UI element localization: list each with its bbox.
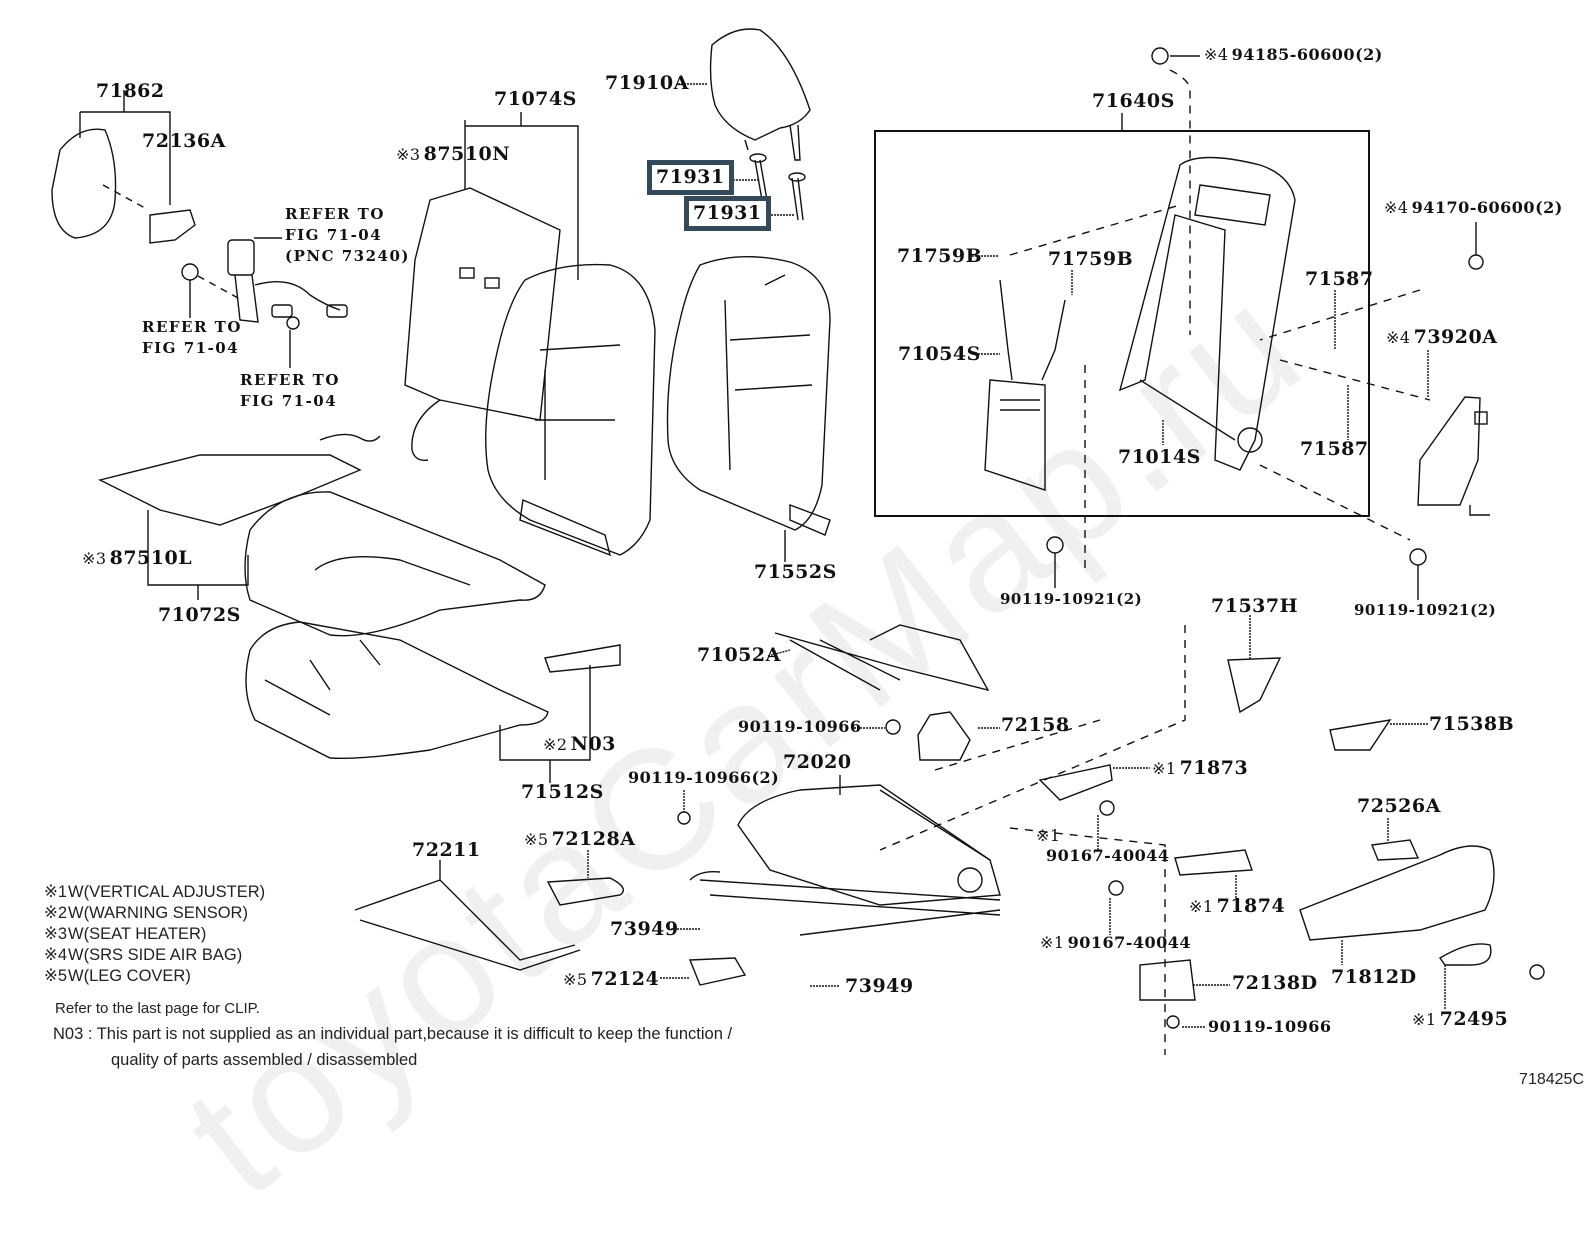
seatbelt-buckle-drawing [181,237,348,368]
part-label-72211[interactable]: 72211 [412,839,481,861]
part-label-71537H[interactable]: 71537H [1211,595,1299,617]
part-label-72526A[interactable]: 72526A [1357,795,1441,817]
part-label-73949[interactable]: 73949 [845,975,914,997]
part-label-71640S[interactable]: 71640S [1092,90,1175,112]
n03-note-line1: N03 : This part is not supplied as an in… [53,1025,733,1043]
part-label-71552S[interactable]: 71552S [754,561,837,583]
seat-cushion-cover-drawing [244,491,546,637]
refer-to-fig-71-04-anchor[interactable]: REFER TO FIG 71-04 [142,318,242,357]
side-airbag-drawing [1417,396,1490,516]
refer-to-fig-71-04-pnc-73240[interactable]: REFER TO FIG 71-04 (PNC 73240) [285,205,411,265]
seatback-frame-drawing [1118,156,1296,471]
part-label-71759B[interactable]: 71759B [1048,248,1134,270]
part-label-71054S[interactable]: 71054S [898,343,981,365]
seat-cushion-pad-drawing [245,621,591,783]
n03-note-line2: quality of parts assembled / disassemble… [111,1051,418,1069]
part-label-71072S[interactable]: 71072S [158,604,241,626]
part-label-71910A[interactable]: 71910A [605,72,689,94]
legend-item: ※4W(SRS SIDE AIR BAG) [44,946,243,964]
exploded-parts-diagram [51,28,1545,1055]
legend: ※1W(VERTICAL ADJUSTER) ※2W(WARNING SENSO… [44,882,265,987]
seat-heater-cushion-drawing [97,433,381,600]
part-label-71931-highlighted[interactable]: 71931 [684,196,771,231]
part-label-72020[interactable]: 72020 [783,751,852,773]
legend-item: ※2W(WARNING SENSOR) [44,904,248,922]
part-label-72138D[interactable]: 72138D [1232,972,1318,994]
part-label-90167-40044[interactable]: 90167-40044 [1046,846,1170,865]
part-label-90119-10966[interactable]: 90119-10966 [1208,1017,1332,1036]
part-label-71512S[interactable]: 71512S [521,781,604,803]
part-label-71587[interactable]: 71587 [1305,268,1374,290]
part-label-90119-10921[interactable]: 90119-10921(2) [1000,590,1143,608]
figure-id: 718425C [1519,1071,1584,1088]
part-label-71587[interactable]: 71587 [1300,438,1369,460]
part-label-71931-highlighted[interactable]: 71931 [647,160,734,195]
part-label-71812D[interactable]: 71812D [1331,966,1417,988]
headrest-drawing [709,28,811,221]
side-cover-drawing [51,90,196,244]
legend-item: ※1W(VERTICAL ADJUSTER) [44,883,266,901]
spring-assembly-drawing [774,624,990,692]
seatback-cover-drawing [485,263,656,557]
part-label-vertical-adjuster-mark: ※1 [1036,826,1061,845]
misc-covers-drawing [354,657,1495,1001]
fastener-icons [677,47,1545,1029]
seat-track-adjuster-drawing [689,775,1001,936]
part-label-71052A[interactable]: 71052A [697,644,781,666]
seat-heater-back-drawing [404,112,579,461]
legend-item: ※5W(LEG COVER) [44,967,191,985]
part-label-90119-10966-x2[interactable]: 90119-10966(2) [628,768,780,787]
part-label-71538B[interactable]: 71538B [1429,713,1515,735]
note-mark-3: ※3 [396,145,421,164]
part-label-72158[interactable]: 72158 [1001,714,1070,736]
lumbar-support-drawing [984,279,1066,491]
leader-dashes [879,69,1431,1055]
part-label-71074S[interactable]: 71074S [494,88,577,110]
part-label-90119-10966[interactable]: 90119-10966 [738,717,862,736]
refer-to-fig-71-04-clip[interactable]: REFER TO FIG 71-04 [240,371,340,410]
part-label-73949[interactable]: 73949 [610,918,679,940]
part-label-72136A[interactable]: 72136A [142,130,226,152]
part-label-90119-10921[interactable]: 90119-10921(2) [1354,601,1497,619]
clip-note: Refer to the last page for CLIP. [55,1000,260,1017]
part-label-71862[interactable]: 71862 [96,80,165,102]
legend-item: ※3W(SEAT HEATER) [44,925,207,943]
part-label-71014S[interactable]: 71014S [1118,446,1201,468]
part-label-71759B[interactable]: 71759B [897,245,983,267]
seatback-pad-drawing [666,256,831,562]
warning-sensor-drawing [544,644,621,673]
